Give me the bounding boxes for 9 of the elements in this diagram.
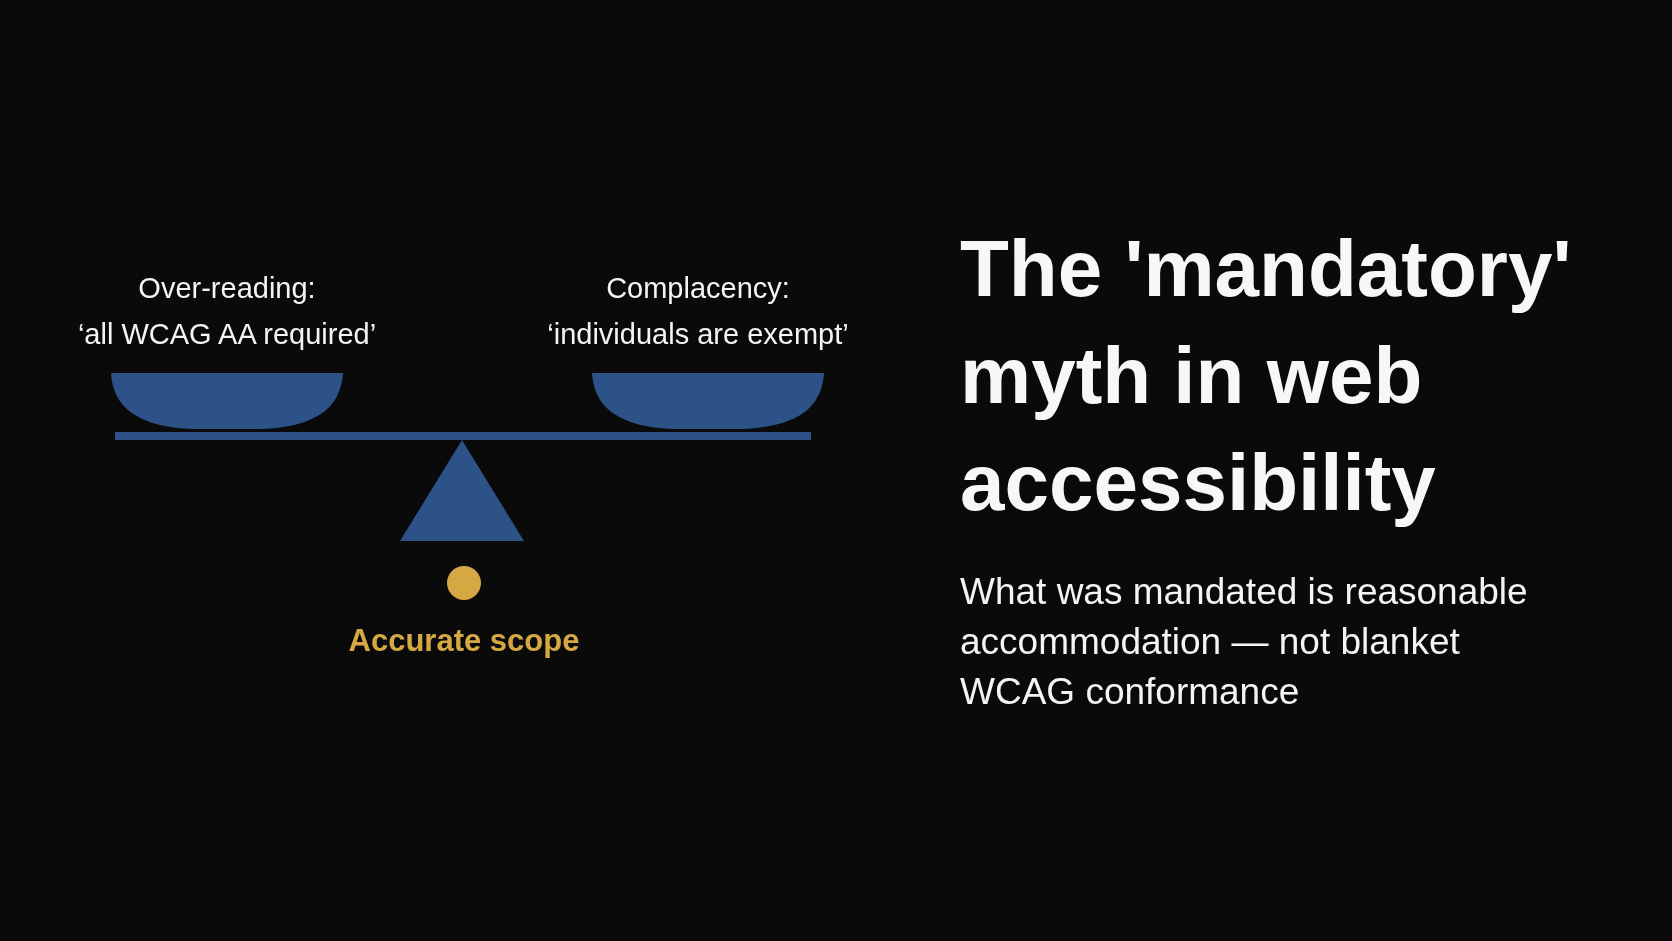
slide-title: The 'mandatory' myth in web accessibility <box>960 223 1573 529</box>
fulcrum <box>400 440 524 541</box>
pan-heading: Complacency: <box>606 271 790 306</box>
scope-label: Accurate scope <box>348 622 580 660</box>
subtitle-text: What was mandated is reasonable accommodation — not blanket WCAG conformance <box>960 570 1529 714</box>
scale-beam <box>115 432 811 440</box>
pan-quote: ‘individuals are exempt’ <box>547 317 849 352</box>
pan-heading: Over-reading: <box>138 271 316 306</box>
pan-quote: ‘all WCAG AA required’ <box>77 317 377 352</box>
